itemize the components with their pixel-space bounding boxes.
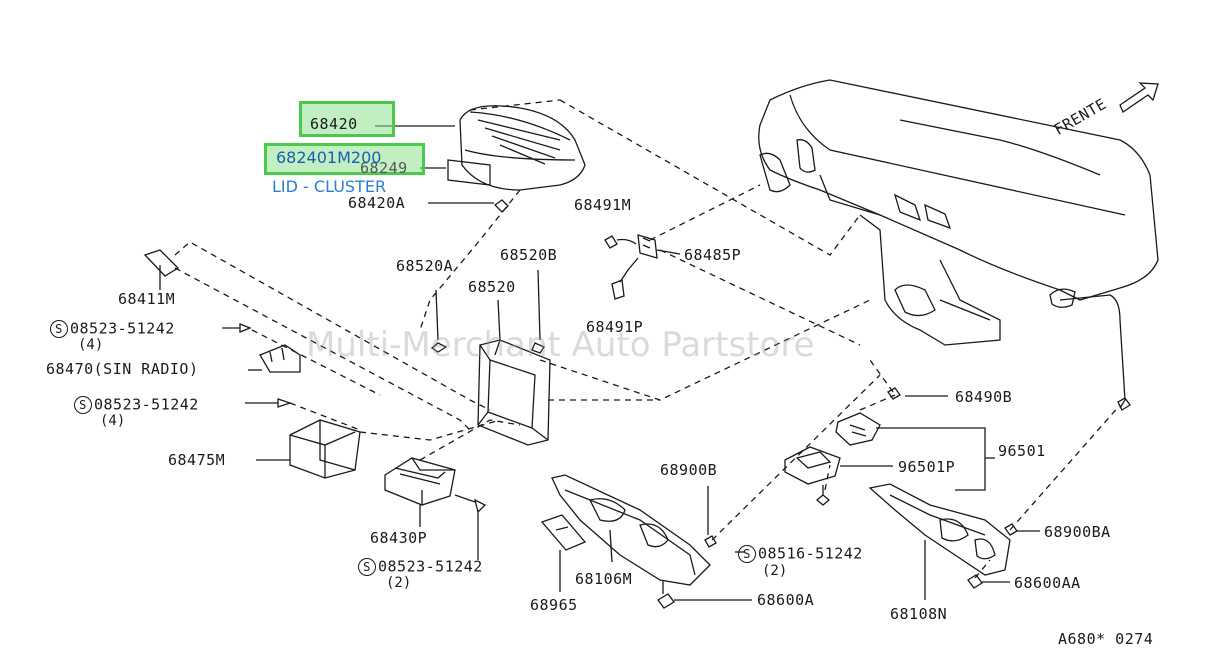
vent-left	[759, 152, 791, 193]
screw-qty-4: (2)	[762, 563, 788, 579]
label-96501P[interactable]: 96501P	[898, 458, 956, 476]
cluster-lid-drawing	[459, 105, 586, 191]
label-plate-drawing	[540, 514, 587, 551]
screw-number-4: 08516-51242	[758, 544, 863, 563]
label-68491P[interactable]: 68491P	[586, 318, 644, 336]
highlighted-part-number[interactable]: 682401M200	[276, 148, 382, 167]
circled-s-icon: S	[50, 320, 68, 338]
label-68485P[interactable]: 68485P	[684, 246, 742, 264]
label-68411M[interactable]: 68411M	[118, 290, 176, 308]
vent-right	[1049, 288, 1076, 308]
screw-number-2: 08523-51242	[94, 395, 199, 414]
label-68520[interactable]: 68520	[468, 278, 516, 296]
label-68965[interactable]: 68965	[530, 596, 578, 614]
label-68249: 68249	[360, 159, 408, 177]
ashtray-drawing	[384, 457, 456, 506]
highlight-box-68420[interactable]	[299, 101, 395, 137]
screw-qty-1: (4)	[78, 337, 104, 353]
label-68475M[interactable]: 68475M	[168, 451, 226, 469]
screw-qty-2: (4)	[100, 413, 126, 429]
circled-s-icon: S	[358, 558, 376, 576]
label-68520B[interactable]: 68520B	[500, 246, 558, 264]
label-68600AA[interactable]: 68600AA	[1014, 574, 1081, 592]
glovebox-lock-drawing	[835, 412, 881, 446]
label-68490B[interactable]: 68490B	[955, 388, 1013, 406]
lock-cylinder-drawing	[784, 446, 841, 485]
screw-qty-3: (2)	[386, 575, 412, 591]
circled-s-icon: S	[74, 396, 92, 414]
glove-box-drawing	[551, 474, 711, 586]
label-68106M[interactable]: 68106M	[575, 570, 633, 588]
circled-s-icon: S	[738, 545, 756, 563]
figure-code: A680* 0274	[1058, 630, 1154, 648]
label-68600A[interactable]: 68600A	[757, 591, 815, 609]
label-68491M[interactable]: 68491M	[574, 196, 632, 214]
label-68470[interactable]: 68470(SIN RADIO)	[46, 360, 199, 378]
label-68420[interactable]: 68420	[310, 115, 358, 133]
label-68108N[interactable]: 68108N	[890, 605, 948, 623]
label-68520A[interactable]: 68520A	[396, 257, 454, 275]
side-panel-drawing	[868, 483, 1011, 576]
highlighted-part-name[interactable]: LID - CLUSTER	[272, 177, 387, 196]
label-68900B[interactable]: 68900B	[660, 461, 718, 479]
screw-number-1: 08523-51242	[70, 319, 175, 338]
label-68420A[interactable]: 68420A	[348, 194, 406, 212]
highlight-box-682401M200[interactable]	[264, 143, 425, 175]
arrow-icon	[1119, 82, 1159, 113]
label-96501[interactable]: 96501	[998, 442, 1046, 460]
label-68900BA[interactable]: 68900BA	[1044, 523, 1111, 541]
label-68430P[interactable]: 68430P	[370, 529, 428, 547]
watermark-text: Multi-Merchant Auto Partstore	[306, 325, 815, 365]
screw-number-3: 08523-51242	[378, 557, 483, 576]
